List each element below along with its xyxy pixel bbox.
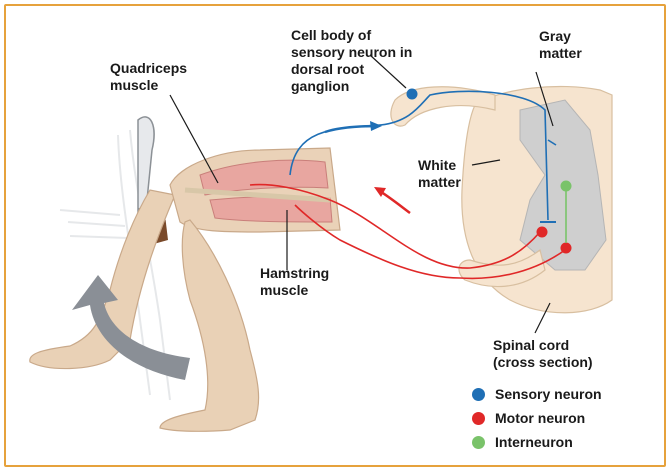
kick-motion-arrow (72, 275, 190, 380)
sensory-neuron-path (289, 90, 557, 223)
leader-lines (169, 54, 554, 334)
sensory-swatch-icon (472, 387, 485, 401)
legend-label: Interneuron (495, 434, 573, 450)
quadriceps-label: Quadriceps muscle (110, 60, 188, 93)
motor-cell-body-2 (560, 242, 572, 254)
thigh (169, 147, 341, 233)
motor-neuron-paths (249, 183, 566, 280)
spinal-cord-label: Spinal cord (cross section) (493, 337, 593, 370)
spinal-cord-cross-section (390, 85, 613, 314)
hamstring-label: Hamstring muscle (260, 265, 330, 298)
gray-matter-label: Gray matter (539, 28, 582, 61)
motor-cell-body-1 (536, 226, 548, 238)
legend-item-sensory: Sensory neuron (472, 386, 602, 402)
sensory-direction-arrow (324, 124, 379, 134)
legend-item-interneuron: Interneuron (472, 434, 573, 450)
cell-body-label: Cell body of sensory neuron in dorsal ro… (291, 27, 413, 94)
motor-swatch-icon (472, 411, 485, 425)
white-matter-label: White matter (418, 157, 461, 190)
sensory-cell-body (406, 88, 418, 100)
interneuron-cell-body (560, 180, 572, 192)
interneuron-swatch-icon (472, 435, 485, 449)
legend-label: Sensory neuron (495, 386, 602, 402)
legend-item-motor: Motor neuron (472, 410, 585, 426)
kicking-lower-leg (29, 189, 176, 370)
standing-lower-leg (159, 219, 260, 432)
legend-label: Motor neuron (495, 410, 586, 426)
